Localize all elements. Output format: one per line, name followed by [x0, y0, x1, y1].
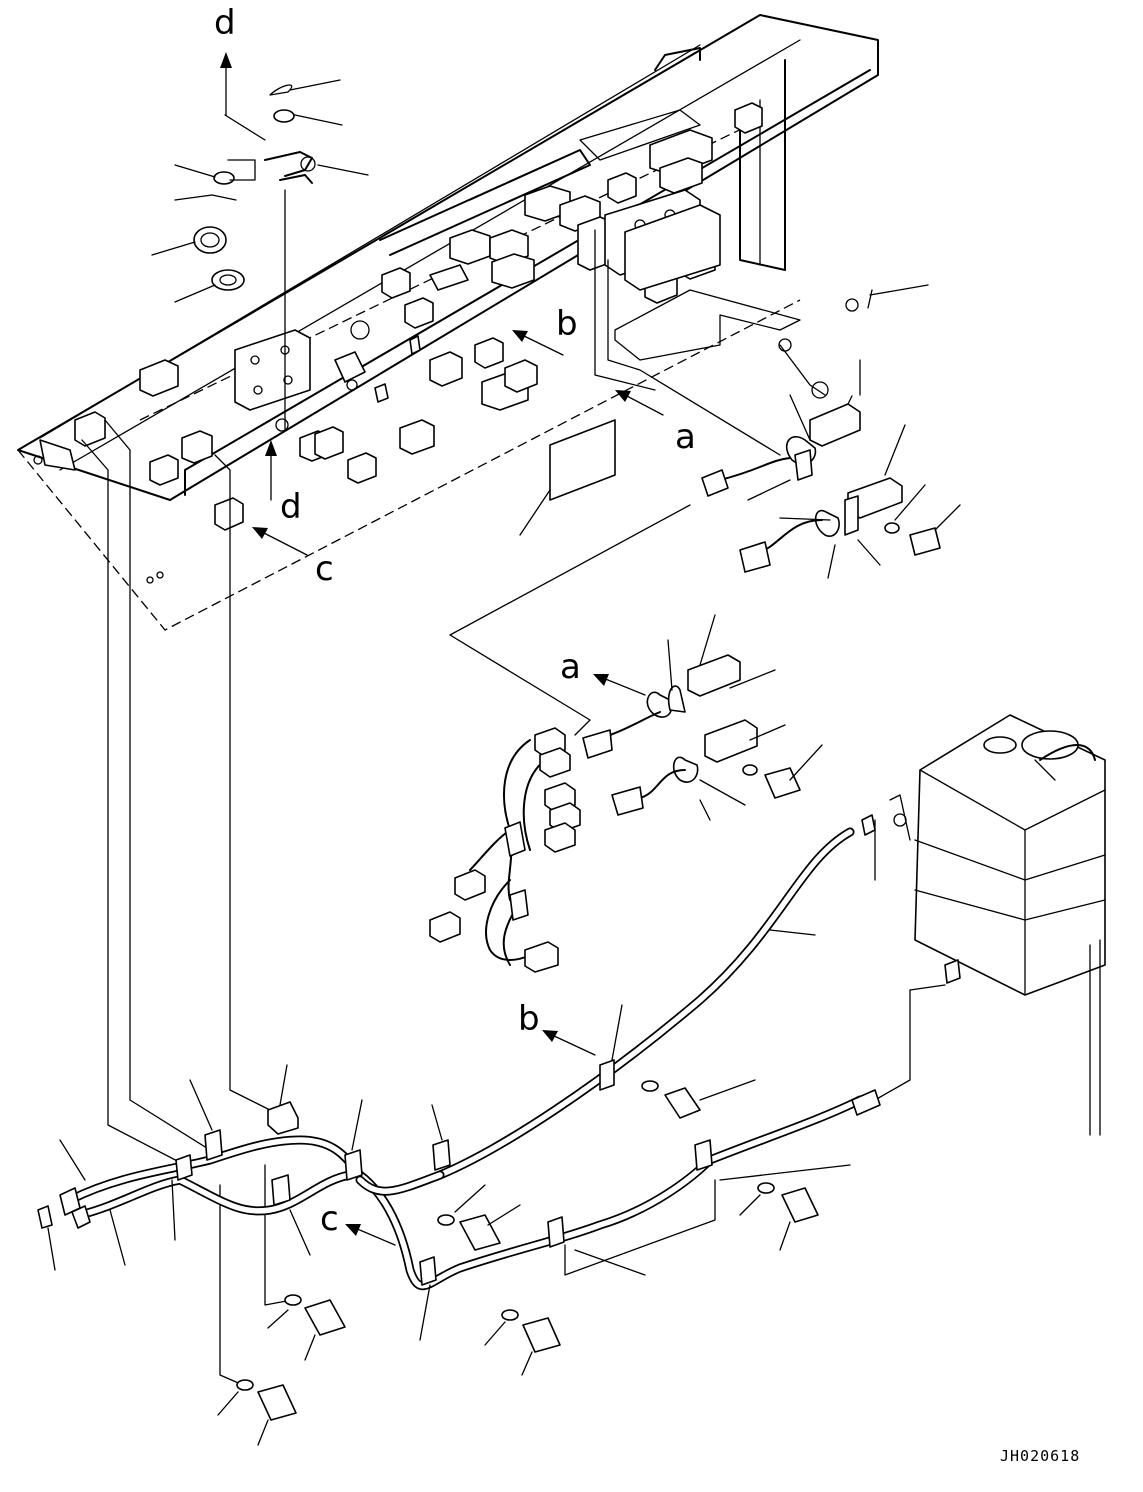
arrow-b-bottom	[542, 1030, 558, 1042]
bottom-harness	[37, 1064, 881, 1341]
bolts-washers	[217, 1079, 819, 1446]
label-b-bottom: b	[518, 999, 540, 1039]
label-a-mid: a	[560, 647, 581, 687]
lever-hardware	[193, 84, 316, 432]
reservoir-tank	[861, 714, 1106, 1136]
hose-assembly	[435, 827, 855, 1180]
label-c-top: c	[315, 549, 334, 589]
sensor-group-top	[701, 359, 961, 579]
drawing-code: JH020618	[1000, 1447, 1080, 1465]
arrow-d-top	[220, 52, 232, 68]
label-d-mid: d	[280, 487, 302, 527]
leader-lines-top	[151, 79, 929, 399]
label-plate	[549, 419, 616, 501]
arrow-c-top	[252, 527, 268, 539]
label-b-top: b	[556, 304, 578, 344]
arrow-a-mid	[593, 674, 609, 686]
label-d-top: d	[214, 3, 236, 43]
callout-arrows	[220, 52, 664, 1246]
label-c-bottom: c	[320, 1199, 339, 1239]
arrow-c-bottom	[345, 1224, 361, 1236]
sensor-group-mid	[582, 614, 823, 821]
label-a-top: a	[675, 417, 696, 457]
harness-cluster	[429, 727, 581, 973]
arrow-a-top	[615, 390, 631, 402]
reference-lines	[81, 229, 946, 1386]
connector-blocks	[74, 102, 763, 531]
arrow-b-top	[512, 330, 528, 342]
arrow-d-mid	[265, 440, 277, 456]
